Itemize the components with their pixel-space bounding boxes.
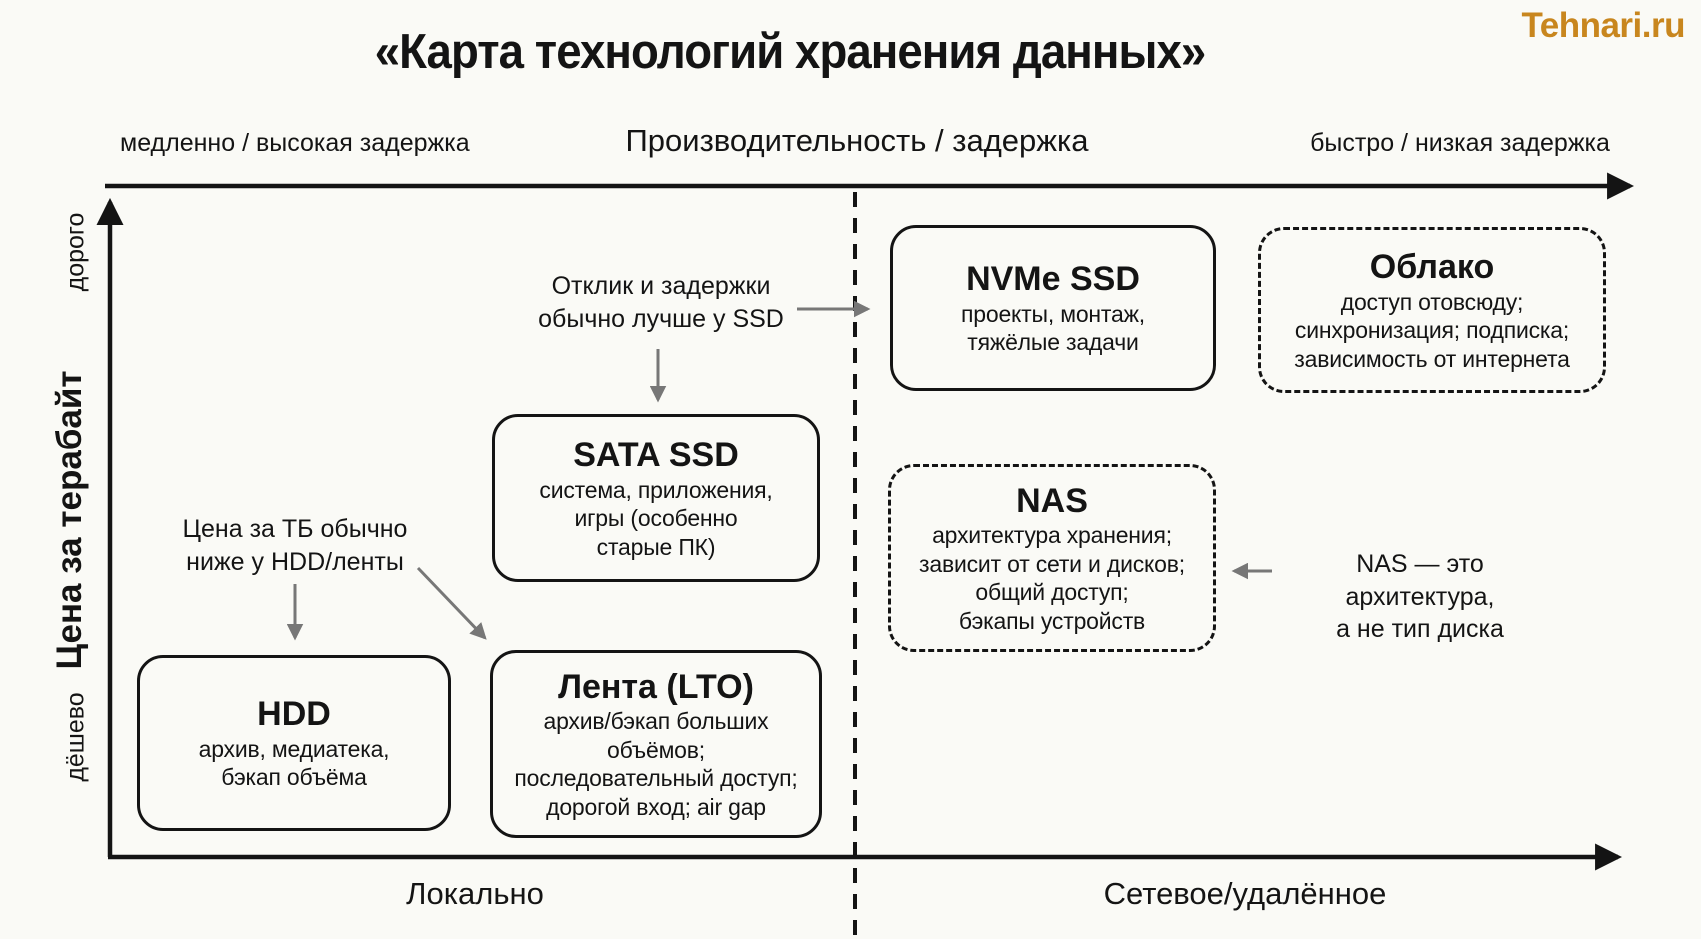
site-logo: Tehnari.ru xyxy=(1521,6,1685,45)
node-hdd: HDD архив, медиатека, бэкап объёма xyxy=(137,655,451,831)
x-axis-title: Производительность / задержка xyxy=(625,123,1089,158)
node-nas: NAS архитектура хранения; зависит от сет… xyxy=(888,464,1216,652)
node-nas-title: NAS xyxy=(1016,481,1088,520)
node-hdd-body: архив, медиатека, бэкап объёма xyxy=(198,735,390,791)
node-tape-lto-body: архив/бэкап больших объёмов; последовате… xyxy=(514,708,798,820)
annotation-ssd-latency: Отклик и задержки обычно лучше у SSD xyxy=(538,272,784,333)
node-nas-body: архитектура хранения; зависит от сети и … xyxy=(919,522,1185,634)
zone-label-network: Сетевое/удалённое xyxy=(1103,876,1387,911)
annotation-price-per-tb: Цена за ТБ обычно ниже у HDD/ленты xyxy=(182,515,408,576)
y-axis-label-expensive: дорого xyxy=(61,212,90,292)
node-sata-ssd: SATA SSD система, приложения, игры (особ… xyxy=(492,414,820,582)
y-axis-title: Цена за терабайт xyxy=(50,370,89,670)
node-cloud: Облако доступ отовсюду; синхронизация; п… xyxy=(1258,227,1606,393)
node-tape-lto-title: Лента (LTO) xyxy=(558,667,754,706)
y-axis-label-cheap: дёшево xyxy=(61,692,90,782)
node-cloud-title: Облако xyxy=(1369,247,1495,286)
node-hdd-title: HDD xyxy=(257,695,331,734)
arrow-price-note-to-tape xyxy=(416,566,487,640)
x-axis-label-slow: медленно / высокая задержка xyxy=(120,129,470,157)
annotation-nas-architecture: NAS — это архитектура, а не тип диска xyxy=(1336,550,1504,643)
node-nvme-ssd-title: NVMe SSD xyxy=(966,260,1140,299)
node-sata-ssd-body: система, приложения, игры (особенно стар… xyxy=(539,476,773,560)
node-tape-lto: Лента (LTO) архив/бэкап больших объёмов;… xyxy=(490,650,822,838)
x-axis-label-fast: быстро / низкая задержка xyxy=(1310,129,1610,157)
node-cloud-body: доступ отовсюду; синхронизация; подписка… xyxy=(1294,288,1570,372)
node-sata-ssd-title: SATA SSD xyxy=(573,435,739,474)
node-nvme-ssd-body: проекты, монтаж, тяжёлые задачи xyxy=(961,300,1145,356)
zone-label-local: Локально xyxy=(406,876,544,911)
node-nvme-ssd: NVMe SSD проекты, монтаж, тяжёлые задачи xyxy=(890,225,1216,391)
page-title: «Карта технологий хранения данных» xyxy=(374,25,1207,79)
